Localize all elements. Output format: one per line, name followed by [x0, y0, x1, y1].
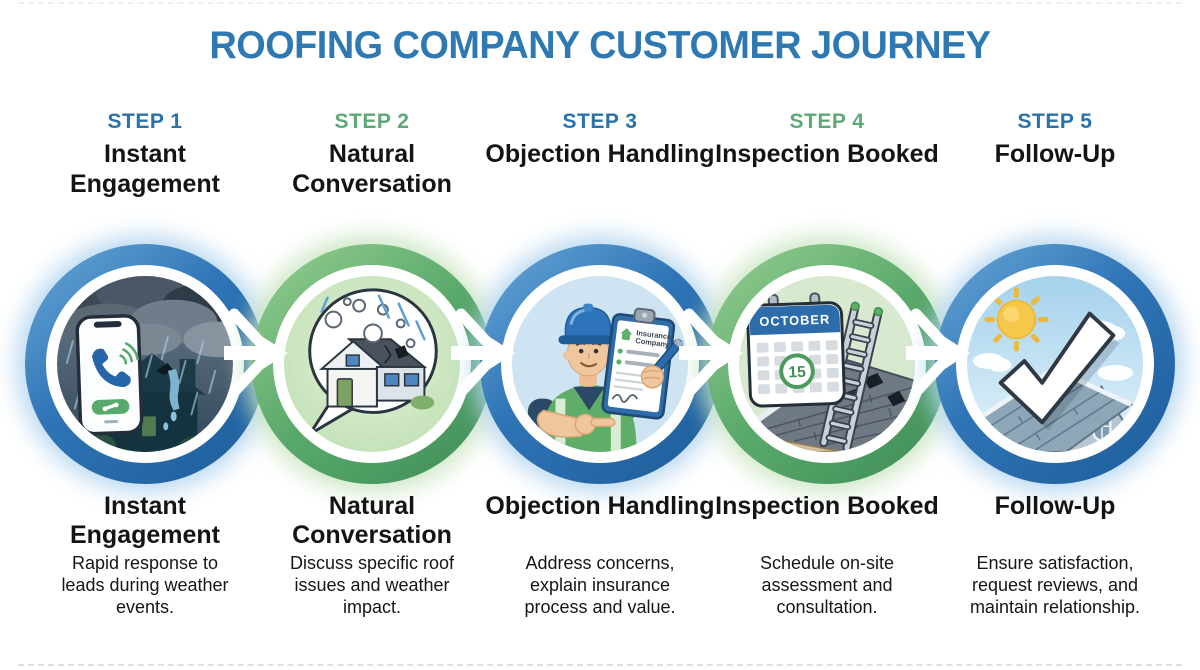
clipboard-header-line1: Insurance	[636, 328, 672, 341]
step-4-description-text: Schedule on-site assessment and consulta…	[759, 553, 895, 617]
step-2-description: Discuss specific roof issues and weather…	[257, 553, 487, 619]
clipboard-header-line2: Company	[635, 336, 670, 349]
step-2-circle	[252, 244, 492, 484]
step-5-circle-art	[967, 276, 1143, 452]
hard-hat	[558, 303, 618, 345]
step-3-description-text: Address concerns, explain insurance proc…	[524, 553, 676, 617]
step-1-title: Instant Engagement	[69, 140, 221, 198]
step-4-bottom-title: Inspection Booked	[715, 492, 939, 520]
step-1-circle	[25, 244, 265, 484]
step-3-label: STEP 3	[562, 110, 638, 133]
step-5-bottom-title: Follow-Up	[994, 492, 1116, 520]
arrow-step1-to-step2-icon	[224, 308, 288, 398]
step-3-title: Objection Handling	[485, 140, 715, 168]
pen-hand	[640, 338, 684, 389]
bottom-dashed-border	[18, 664, 1182, 666]
step-4-circle-art: OCTOBER 15	[739, 276, 915, 452]
calendar-month-label: OCTOBER	[759, 312, 830, 329]
step-3-circle: Insurance Company	[480, 244, 720, 484]
hail-damage-chat-icon	[284, 276, 460, 452]
step-4-label: STEP 4	[789, 110, 865, 133]
calendar-day-label: 15	[788, 364, 806, 382]
step-1-description: Rapid response to leads during weather e…	[30, 553, 260, 619]
step-4-title: Inspection Booked	[715, 140, 939, 168]
step-4-description: Schedule on-site assessment and consulta…	[712, 553, 942, 619]
checkmark	[998, 311, 1120, 431]
pointing-arm	[536, 409, 616, 438]
hailstones	[324, 297, 416, 349]
step-1-description-text: Rapid response to leads during weather e…	[61, 553, 229, 617]
roof-leak	[163, 368, 180, 431]
step-5-description: Ensure satisfaction, request reviews, an…	[940, 553, 1170, 619]
step-2-bottom-title: Natural Conversation	[292, 492, 452, 549]
step-2-label: STEP 2	[334, 110, 410, 133]
arrow-step4-to-step5-icon	[906, 308, 970, 398]
step-1-circle-art	[57, 276, 233, 452]
phone-call-glyph	[91, 342, 139, 388]
step-5-circle	[935, 244, 1175, 484]
storm-phone-call-icon	[57, 276, 233, 452]
step-3-bottom-title: Objection Handling	[485, 492, 715, 520]
calendar: OCTOBER 15	[746, 292, 846, 408]
smartphone	[75, 314, 144, 436]
calendar-ladder-icon: OCTOBER 15	[739, 276, 915, 452]
page-title: ROOFING COMPANY CUSTOMER JOURNEY	[209, 24, 991, 67]
step-3-circle-art: Insurance Company	[512, 276, 688, 452]
sun	[984, 287, 1049, 352]
arrow-step2-to-step3-icon	[451, 308, 515, 398]
hail-damaged-house	[318, 338, 435, 410]
contractor-clipboard-icon: Insurance Company	[512, 276, 688, 452]
storm-clouds	[57, 276, 233, 358]
step-5-label: STEP 5	[1017, 110, 1093, 133]
top-dashed-border	[18, 2, 1182, 4]
arrow-step3-to-step4-icon	[679, 308, 743, 398]
step-5-title: Follow-Up	[994, 140, 1116, 168]
step-3-description: Address concerns, explain insurance proc…	[485, 553, 715, 619]
step-4-circle: OCTOBER 15	[707, 244, 947, 484]
step-2-title: Natural Conversation	[292, 140, 452, 198]
step-1-bottom-title: Instant Engagement	[69, 492, 221, 549]
step-2-description-text: Discuss specific roof issues and weather…	[289, 553, 455, 617]
hail-streaks	[320, 294, 426, 341]
insurance-clipboard: Insurance Company	[601, 307, 676, 420]
step-5-description-text: Ensure satisfaction, request reviews, an…	[969, 553, 1141, 617]
step-1-label: STEP 1	[107, 110, 183, 133]
step-2-circle-art	[284, 276, 460, 452]
roof-checkmark-icon	[967, 276, 1143, 452]
